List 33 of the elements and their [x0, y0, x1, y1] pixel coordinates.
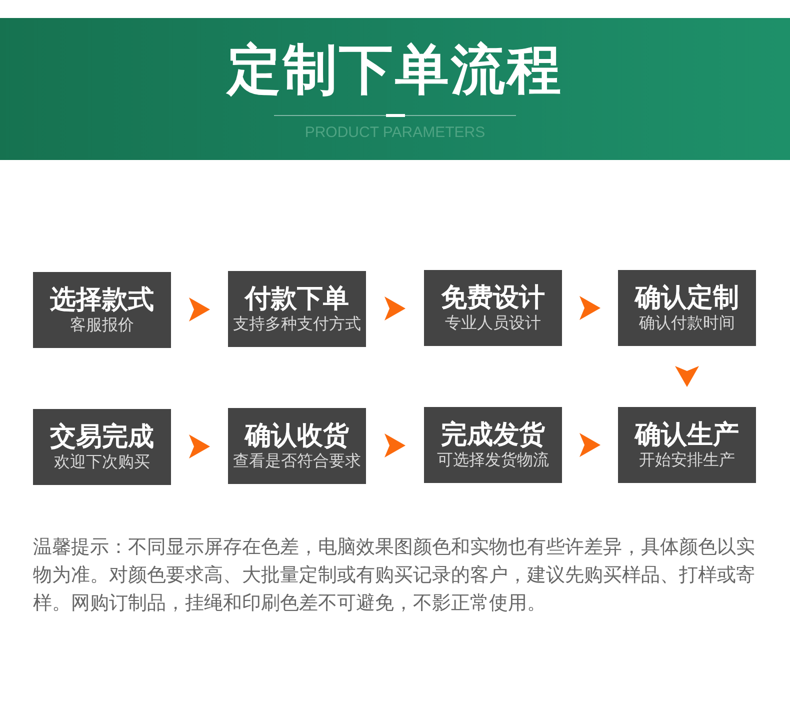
step-box — [33, 272, 171, 348]
step-description: 专业人员设计 — [445, 314, 541, 334]
step-title: 付款下单 — [245, 283, 349, 313]
step-box — [228, 271, 366, 347]
step-title: 完成发货 — [441, 419, 545, 449]
step-title: 选择款式 — [50, 284, 154, 314]
step-box — [618, 270, 756, 346]
step-description: 支持多种支付方式 — [233, 315, 361, 335]
step-box — [618, 407, 756, 483]
arrow — [189, 434, 210, 458]
arrow — [384, 434, 406, 458]
step-title: 免费设计 — [441, 282, 545, 312]
arrow — [580, 433, 600, 457]
step-title: 确认生产 — [635, 419, 739, 449]
step-description: 可选择发货物流 — [437, 451, 549, 471]
step-description: 查看是否符合要求 — [233, 452, 361, 472]
arrow — [384, 296, 406, 320]
step-description: 客服报价 — [70, 316, 134, 336]
step-box — [33, 409, 171, 485]
step-title: 确认定制 — [635, 282, 739, 312]
step-box — [228, 408, 366, 484]
step-description: 欢迎下次购买 — [54, 453, 150, 473]
page-title: 定制下单流程 — [227, 40, 563, 100]
arrow — [189, 298, 210, 322]
note-text: 温馨提示：不同显示屏存在色差，电脑效果图颜色和实物也有些许差异，具体颜色以实物为准。对颜色要求高、大批量定制或有购买记录的客户，建议先购买样品、打样或寄样。网购订制品，挂绳和印刷色差不可避免，不影正常使用。 — [33, 536, 756, 616]
step-description: 确认付款时间 — [639, 314, 735, 334]
step-description: 开始安排生产 — [639, 451, 735, 471]
arrow — [675, 366, 699, 387]
step-box — [424, 270, 562, 346]
step-title: 交易完成 — [50, 421, 154, 451]
arrow — [580, 296, 600, 320]
step-box — [424, 407, 562, 483]
step-title: 确认收货 — [245, 420, 349, 450]
